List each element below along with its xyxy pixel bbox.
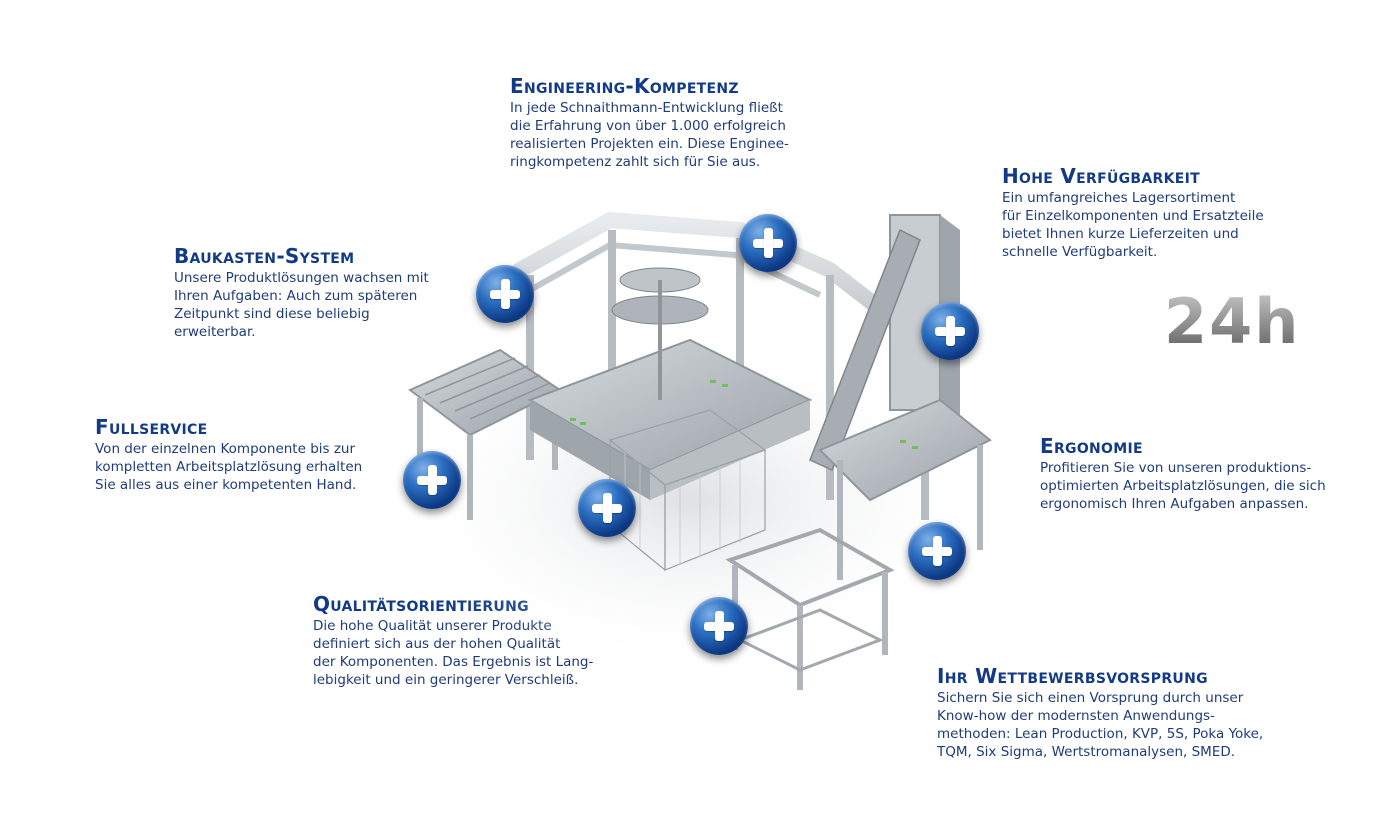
- workstation-illustration: [390, 211, 992, 690]
- ergonomie-title: Ergonomie: [1040, 434, 1143, 458]
- engineering-text: In jede Schnaithmann-Entwicklung fließt …: [510, 100, 789, 170]
- baukasten-text: Unsere Produktlösungen wachsen mit Ihren…: [174, 270, 429, 340]
- engineering-title: Engineering-Kompetenz: [510, 74, 739, 98]
- fullservice-title: Fullservice: [95, 415, 208, 439]
- verfuegbarkeit-text: Ein umfangreiches Lagersortiment für Ein…: [1002, 190, 1264, 260]
- ergonomie-text: Profitieren Sie von unseren produktions-…: [1040, 460, 1326, 512]
- wettbewerb-section: Ihr Wettbewerbsvorsprung Sichern Sie sic…: [937, 665, 1263, 761]
- baukasten-title: Baukasten-System: [174, 244, 355, 268]
- verfuegbarkeit-title: Hohe Verfügbarkeit: [1002, 164, 1200, 188]
- plus-button-qualitaet[interactable]: [690, 597, 748, 655]
- baukasten-section: Baukasten-System Unsere Produktlösungen …: [174, 245, 429, 341]
- engineering-section: Engineering-Kompetenz In jede Schnaithma…: [510, 75, 789, 171]
- ergonomie-section: Ergonomie Profitieren Sie von unseren pr…: [1040, 435, 1326, 513]
- plus-button-verfuegbarkeit[interactable]: [921, 302, 979, 360]
- fullservice-text: Von der einzelnen Komponente bis zur kom…: [95, 441, 363, 493]
- plus-button-baukasten[interactable]: [476, 265, 534, 323]
- verfuegbarkeit-section: Hohe Verfügbarkeit Ein umfangreiches Lag…: [1002, 165, 1264, 261]
- plus-button-ergonomie[interactable]: [908, 522, 966, 580]
- wettbewerb-text: Sichern Sie sich einen Vorsprung durch u…: [937, 690, 1264, 760]
- fullservice-section: Fullservice Von der einzelnen Komponente…: [95, 416, 362, 494]
- plus-button-fullservice[interactable]: [403, 451, 461, 509]
- wettbewerb-title: Ihr Wettbewerbsvorsprung: [937, 664, 1208, 688]
- availability-24h-badge: 24h: [1164, 285, 1301, 358]
- plus-button-center[interactable]: [578, 479, 636, 537]
- plus-button-engineering[interactable]: [739, 214, 797, 272]
